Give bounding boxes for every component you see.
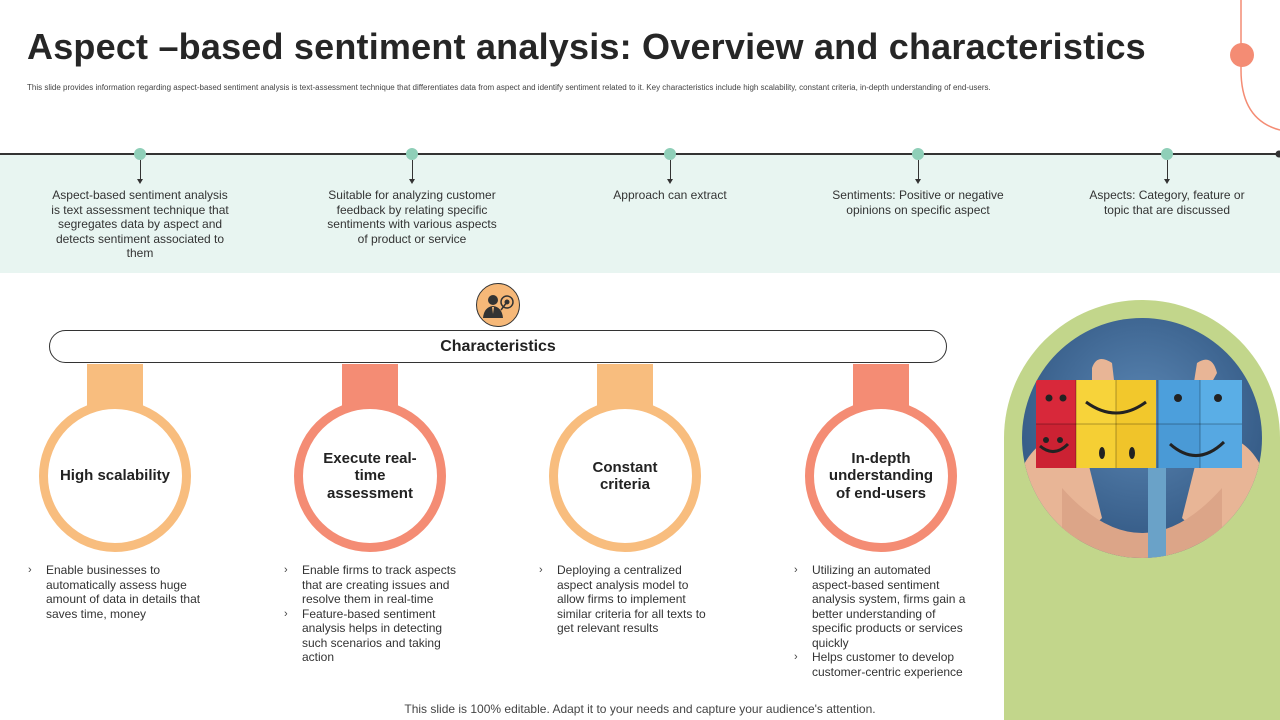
timeline-dot: [912, 148, 924, 160]
characteristic-bullets: ›Utilizing an automated aspect-based sen…: [792, 563, 972, 679]
page-title: Aspect –based sentiment analysis: Overvi…: [27, 26, 1146, 67]
timeline-dot: [1161, 148, 1173, 160]
characteristic-bullets: ›Deploying a centralized aspect analysis…: [537, 563, 717, 636]
businessman-target-icon: [476, 283, 520, 327]
list-item: ›Enable firms to track aspects that are …: [284, 563, 457, 606]
page-subtitle: This slide provides information regardin…: [27, 83, 991, 92]
timeline-dot: [406, 148, 418, 160]
timeline-text: Suitable for analyzing customer feedback…: [327, 188, 497, 246]
characteristic-label: High scalability: [59, 467, 171, 485]
list-item: ›Helps customer to develop customer-cent…: [794, 650, 963, 679]
timeline-dot: [134, 148, 146, 160]
chevron-right-icon: ›: [284, 607, 288, 620]
timeline-line: [0, 153, 1280, 155]
characteristic-bullets: ›Enable businesses to automatically asse…: [26, 563, 206, 621]
corner-decoration: [1230, 0, 1280, 131]
down-arrow-icon: [408, 160, 415, 184]
characteristic-label: In-depth understanding of end-users: [828, 449, 934, 502]
list-item: ›Utilizing an automated aspect-based sen…: [794, 563, 966, 650]
timeline-text: Aspects: Category, feature or topic that…: [1089, 188, 1245, 217]
timeline-text: Approach can extract: [613, 188, 727, 202]
characteristic-circle: High scalability: [39, 400, 191, 552]
overview-band: [0, 153, 1280, 273]
down-arrow-icon: [1163, 160, 1170, 184]
chevron-right-icon: ›: [794, 564, 798, 576]
down-arrow-icon: [914, 160, 921, 184]
chevron-right-icon: ›: [284, 564, 288, 576]
down-arrow-icon: [136, 160, 143, 184]
characteristic-circle: Execute real-time assessment: [294, 400, 446, 552]
down-arrow-icon: [666, 160, 673, 184]
list-item: ›Feature-based sentiment analysis helps …: [284, 606, 443, 665]
chevron-right-icon: ›: [28, 564, 32, 576]
footer-note: This slide is 100% editable. Adapt it to…: [404, 702, 876, 716]
characteristic-bullets: ›Enable firms to track aspects that are …: [282, 563, 462, 665]
characteristic-circle: In-depth understanding of end-users: [805, 400, 957, 552]
timeline-dot: [664, 148, 676, 160]
list-item: ›Enable businesses to automatically asse…: [28, 563, 201, 621]
characteristic-label: Execute real-time assessment: [323, 449, 417, 502]
characteristic-label: Constant criteria: [592, 458, 658, 494]
chevron-right-icon: ›: [794, 651, 798, 663]
characteristic-circle: Constant criteria: [549, 400, 701, 552]
chevron-right-icon: ›: [539, 564, 543, 576]
timeline-text: Aspect-based sentiment analysis is text …: [51, 188, 229, 260]
list-item: ›Deploying a centralized aspect analysis…: [539, 563, 706, 635]
timeline-end-dot: [1275, 150, 1280, 158]
emotion-cubes-photo: [1022, 318, 1262, 558]
characteristics-header: Characteristics: [49, 330, 947, 363]
timeline-text: Sentiments: Positive or negative opinion…: [832, 188, 1004, 217]
